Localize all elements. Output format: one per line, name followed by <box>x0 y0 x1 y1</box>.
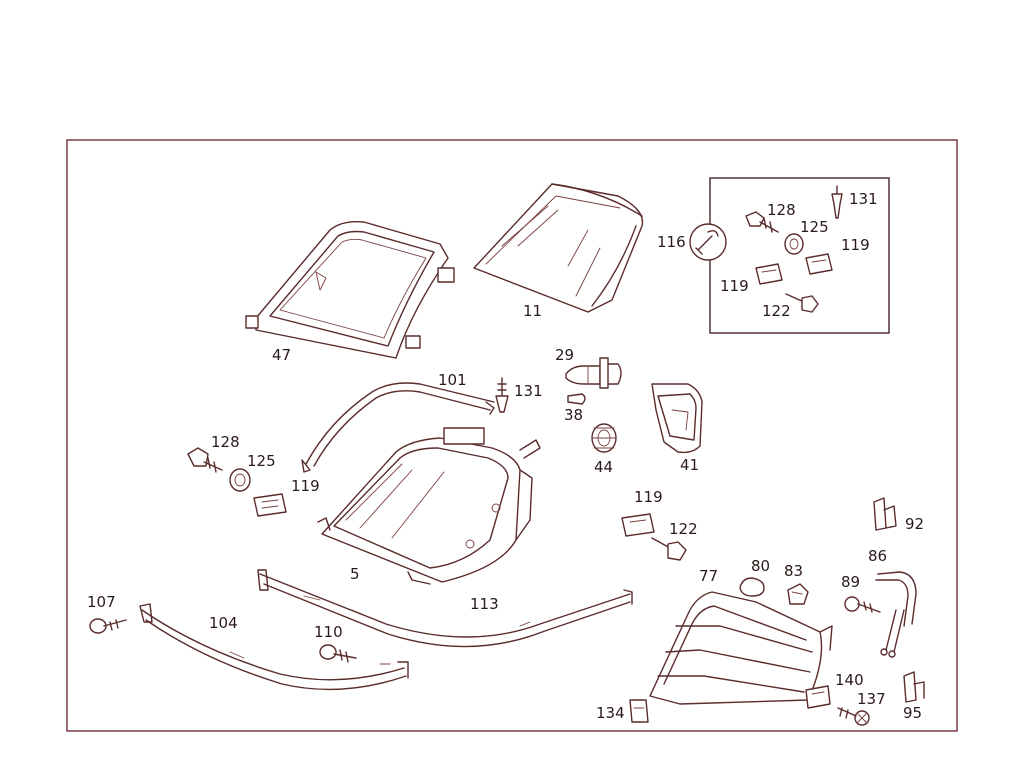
part-92-bracket <box>873 497 897 531</box>
label-122-a: 122 <box>762 302 791 320</box>
label-38: 38 <box>564 406 583 424</box>
label-89: 89 <box>841 573 860 591</box>
label-80: 80 <box>751 557 770 575</box>
part-89-screw <box>844 596 881 613</box>
part-11-lens <box>473 183 644 313</box>
label-44: 44 <box>594 458 613 476</box>
screws-107-110 <box>89 618 357 663</box>
part-77-tail-lamp <box>649 591 833 705</box>
parts-80-83 <box>739 577 809 605</box>
label-77: 77 <box>699 567 718 585</box>
label-140: 140 <box>835 671 864 689</box>
part-116-wrench-symbol <box>689 223 727 261</box>
label-119-a: 119 <box>841 236 870 254</box>
label-131-a: 131 <box>514 382 543 400</box>
inset-parts <box>745 185 843 313</box>
label-83: 83 <box>784 562 803 580</box>
label-104: 104 <box>209 614 238 632</box>
part-41-cover <box>651 383 703 454</box>
label-125-b: 125 <box>247 452 276 470</box>
label-116: 116 <box>657 233 686 251</box>
label-110: 110 <box>314 623 343 641</box>
label-119-b: 119 <box>720 277 749 295</box>
label-128-b: 128 <box>211 433 240 451</box>
label-47: 47 <box>272 346 291 364</box>
label-131-b: 131 <box>849 190 878 208</box>
label-95: 95 <box>903 704 922 722</box>
label-101: 101 <box>438 371 467 389</box>
mid-clips <box>621 513 687 561</box>
label-113: 113 <box>470 595 499 613</box>
part-5-headlamp <box>317 427 541 585</box>
part-86-harness <box>875 571 917 658</box>
label-92: 92 <box>905 515 924 533</box>
label-11: 11 <box>523 302 542 320</box>
parts-140-137-134 <box>629 685 870 726</box>
label-125-a: 125 <box>800 218 829 236</box>
left-small-parts <box>187 447 287 517</box>
part-104-strip <box>139 603 409 691</box>
part-29-bulb <box>565 357 622 389</box>
label-137: 137 <box>857 690 886 708</box>
label-107: 107 <box>87 593 116 611</box>
label-119-d: 119 <box>634 488 663 506</box>
label-5: 5 <box>350 565 360 583</box>
part-47-frame <box>245 220 455 359</box>
label-122-b: 122 <box>669 520 698 538</box>
label-86: 86 <box>868 547 887 565</box>
part-44-socket <box>591 423 617 453</box>
part-101-seal <box>301 382 495 473</box>
part-131-rivet-a <box>495 377 509 413</box>
part-95-bracket <box>903 671 925 703</box>
part-113-trim <box>257 569 633 648</box>
label-41: 41 <box>680 456 699 474</box>
part-38-small-bulb <box>567 393 586 405</box>
label-134: 134 <box>596 704 625 722</box>
label-29: 29 <box>555 346 574 364</box>
label-128-a: 128 <box>767 201 796 219</box>
label-119-c: 119 <box>291 477 320 495</box>
